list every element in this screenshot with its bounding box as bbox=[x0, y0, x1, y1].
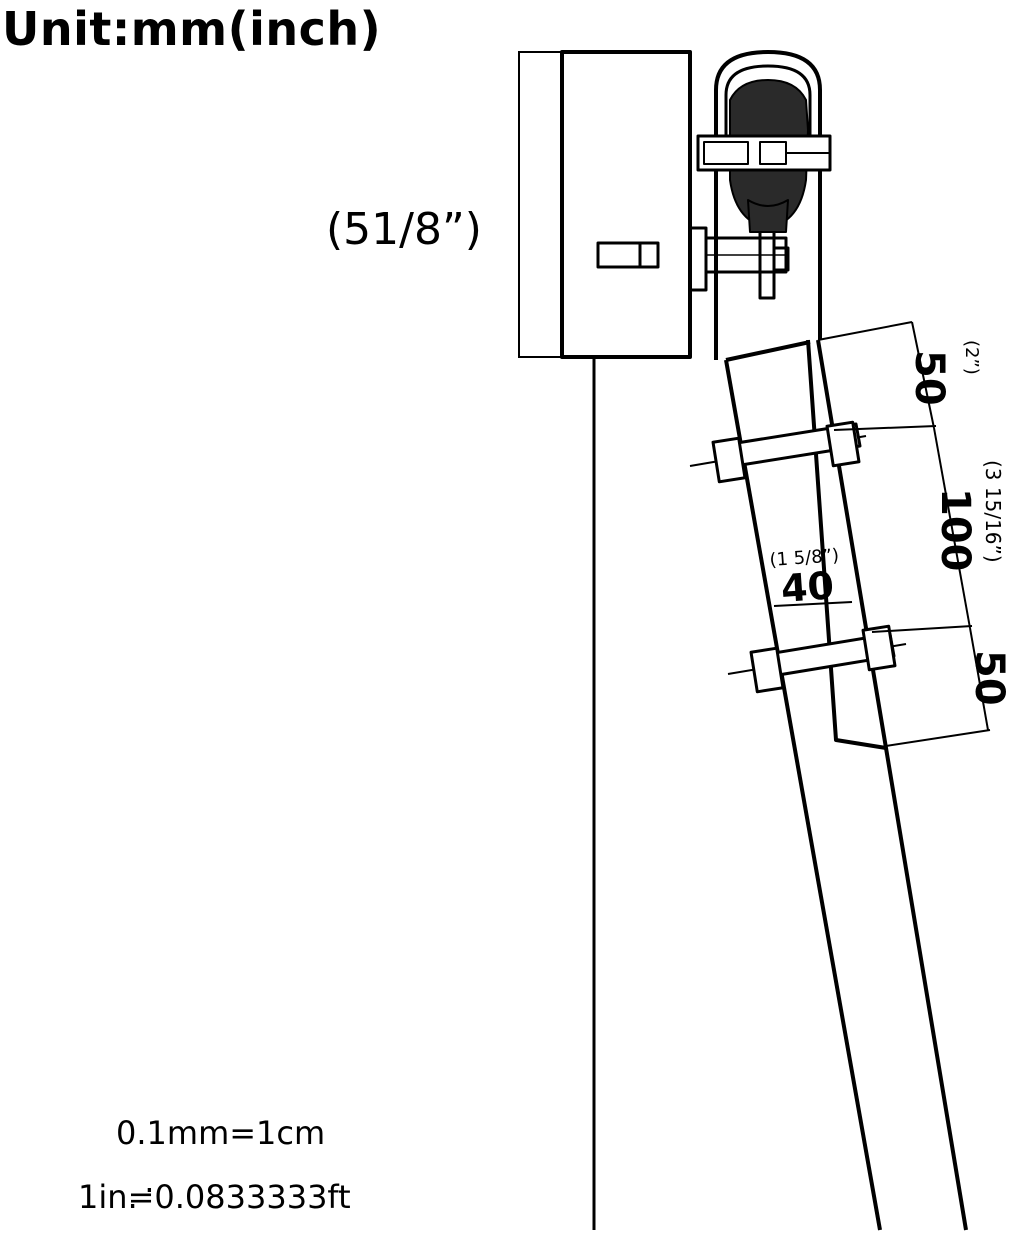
dim-strap-width-mm: 40 bbox=[780, 563, 836, 611]
door-strap bbox=[724, 321, 968, 1231]
hanger-height-label: (51/8”) bbox=[326, 204, 482, 255]
conversion-note-inch: 1in≓0.0833333ft bbox=[78, 1178, 351, 1216]
roller-wheel-assembly bbox=[696, 50, 832, 360]
lower-mounting-bolt bbox=[727, 624, 907, 694]
dim-bottom-offset-mm: 50 bbox=[966, 650, 1012, 706]
conversion-note-mm: 0.1mm=1cm bbox=[116, 1114, 326, 1152]
dim-bolt-spacing-inch: (3 15/16”) bbox=[981, 460, 1005, 563]
track-header-box bbox=[518, 50, 692, 359]
upper-mounting-bolt bbox=[689, 420, 867, 484]
dim-bolt-spacing-mm: 100 bbox=[932, 488, 978, 572]
dim-strap-width-inch: (1 5/8”) bbox=[769, 545, 840, 571]
dim-top-offset-inch: (2”) bbox=[961, 340, 982, 375]
units-title: Unit:mm(inch) bbox=[2, 2, 382, 56]
dimension-lines bbox=[773, 321, 991, 747]
dim-top-offset-mm: 50 bbox=[906, 350, 952, 406]
dimension-labels: 50 (2”) 100 (3 15/16”) 40 (1 5/8”) 50 bbox=[769, 340, 1012, 706]
